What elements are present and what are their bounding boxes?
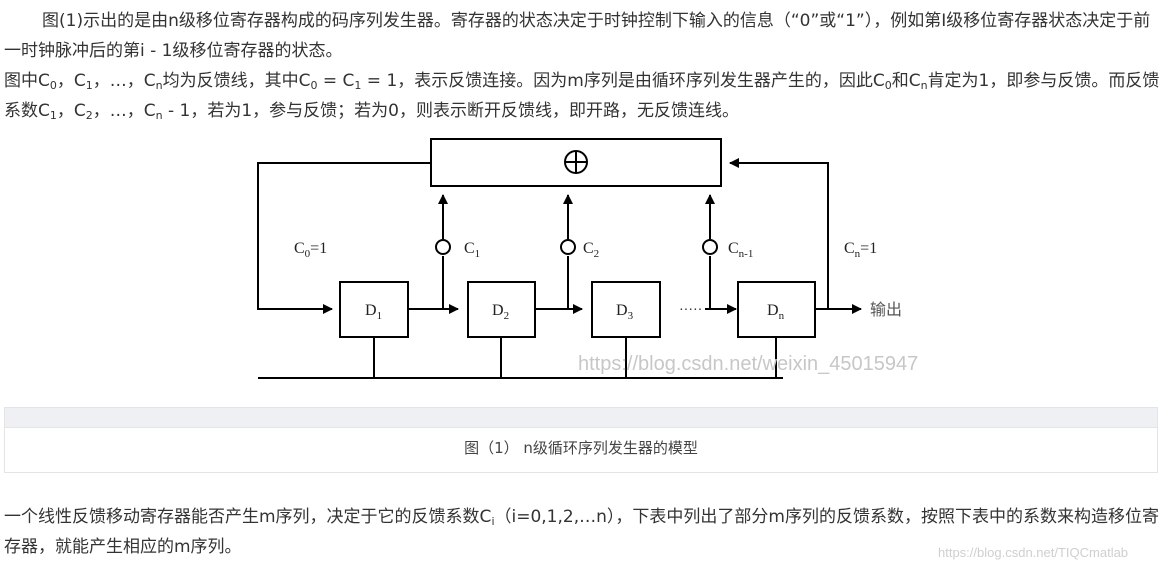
figure-watermark: https://blog.csdn.net/weixin_45015947 bbox=[578, 353, 919, 375]
subscript: 1 bbox=[49, 109, 57, 122]
label-d1: D1 bbox=[365, 302, 382, 322]
register-dn bbox=[737, 281, 816, 338]
label-c1: C1 bbox=[464, 240, 480, 260]
text-run: 图中C bbox=[4, 71, 50, 91]
text-run: ，C bbox=[56, 71, 86, 91]
text-run: 和C bbox=[891, 71, 921, 91]
paragraph-feedback: 图中C0，C1，…，Cn均为反馈线，其中C0 = C1 = 1，表示反馈连接。因… bbox=[4, 66, 1166, 126]
feedback-line-cn bbox=[729, 158, 829, 309]
subscript: n bbox=[920, 79, 928, 92]
shift-register-diagram: C0=1 C1 C2 Cn-1 Cn=1 D1 D2 D3 Dn ····· 输… bbox=[257, 138, 902, 379]
text-run: = C bbox=[317, 71, 355, 91]
subscript: n bbox=[155, 109, 163, 122]
caption-header-strip bbox=[5, 408, 1157, 428]
subscript: 2 bbox=[85, 109, 93, 122]
caption-box: 图（1） n级循环序列发生器的模型 bbox=[4, 407, 1158, 473]
subscript: n bbox=[155, 79, 163, 92]
switch-c2 bbox=[560, 239, 576, 255]
text-run: 一个线性反馈移动寄存器能否产生m序列，决定于它的反馈系数C bbox=[4, 507, 492, 527]
text-run: 肯定为1，即参与反馈。而反馈系数C bbox=[4, 71, 1160, 121]
subscript: 0 bbox=[884, 79, 892, 92]
text-run: ，…，C bbox=[92, 71, 156, 91]
paragraph-coefficients: 一个线性反馈移动寄存器能否产生m序列，决定于它的反馈系数Ci（i=0,1,2,…… bbox=[4, 502, 1166, 562]
ellipsis-dots: ····· bbox=[679, 303, 702, 318]
subscript: i bbox=[491, 515, 495, 528]
figure-caption: 图（1） n级循环序列发生器的模型 bbox=[464, 439, 698, 457]
switch-c1 bbox=[435, 239, 451, 255]
text-run: - 1，若为1，参与反馈；若为0，则表示断开反馈线，即开路，无反馈连线。 bbox=[162, 101, 739, 121]
text-run: ，C bbox=[56, 101, 86, 121]
text-run: 均为反馈线，其中C bbox=[162, 71, 311, 91]
subscript: 0 bbox=[310, 79, 318, 92]
page-watermark: https://blog.csdn.net/TIQCmatlab bbox=[938, 545, 1129, 560]
label-dn: Dn bbox=[767, 302, 785, 322]
label-cn: Cn=1 bbox=[844, 240, 877, 260]
feedback-line-c0 bbox=[257, 162, 431, 314]
switch-cn1 bbox=[702, 239, 718, 255]
label-c0: C0=1 bbox=[294, 240, 327, 260]
register-d3 bbox=[591, 281, 661, 338]
subscript: 1 bbox=[354, 79, 362, 92]
subscript: 0 bbox=[49, 79, 57, 92]
text-run: （i=0,1,2,…n），下表中列出了部分m序列的反馈系数，按照下表中的系数来构… bbox=[4, 507, 1159, 557]
label-d3: D3 bbox=[616, 302, 634, 322]
output-label: 输出 bbox=[870, 300, 902, 319]
label-d2: D2 bbox=[492, 302, 509, 322]
paragraph-intro-text: 图(1)示出的是由n级移位寄存器构成的码序列发生器。寄存器的状态决定于时钟控制下… bbox=[4, 11, 1151, 61]
paragraph-intro: 图(1)示出的是由n级移位寄存器构成的码序列发生器。寄存器的状态决定于时钟控制下… bbox=[4, 6, 1166, 66]
text-run: = 1，表示反馈连接。因为m序列是由循环序列发生器产生的，因此C bbox=[361, 71, 885, 91]
text-run: ，…，C bbox=[92, 101, 156, 121]
label-cn1: Cn-1 bbox=[728, 240, 753, 260]
label-c2: C2 bbox=[583, 240, 599, 260]
subscript: 1 bbox=[85, 79, 93, 92]
